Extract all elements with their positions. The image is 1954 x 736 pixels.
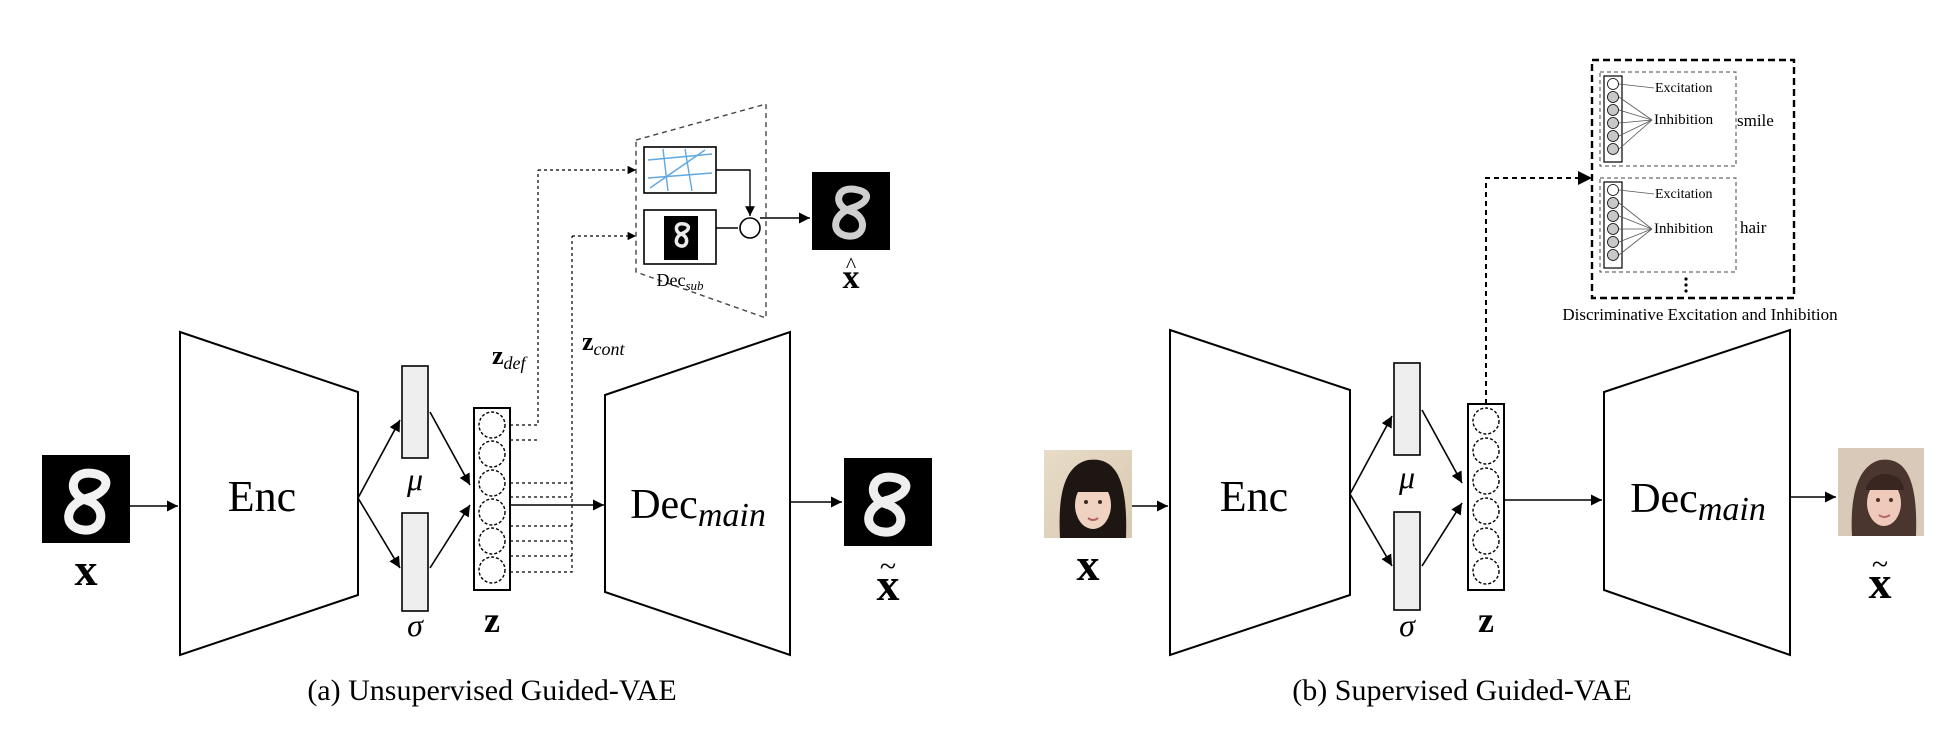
output-digit-image-a xyxy=(844,458,932,546)
main-decoder-label-a: Decmain xyxy=(630,482,766,534)
deformation-grid-box xyxy=(643,146,717,194)
mu-to-z-arrow-a xyxy=(429,411,471,486)
encoder-to-sigma-arrow-b xyxy=(1349,493,1393,567)
sigma-label-a: σ xyxy=(407,607,424,643)
z-cont-connections xyxy=(510,231,636,573)
mu-bar-a xyxy=(401,365,429,459)
encoder-to-mu-arrow-b xyxy=(1349,415,1393,495)
attribute-label-hair: hair xyxy=(1740,218,1767,237)
encoder-to-sigma-arrow-a xyxy=(357,497,401,569)
input-label-b: x xyxy=(1077,539,1100,590)
output-face-image-b xyxy=(1838,448,1924,536)
input-label-a: x xyxy=(75,544,98,595)
more-groups-ellipsis xyxy=(1684,277,1688,293)
mu-to-z-arrow-b xyxy=(1421,409,1463,484)
sigma-to-z-arrow-a xyxy=(429,504,471,569)
discriminative-excitation-inhibition-box: Excitation Inhibition smile xyxy=(1590,58,1796,300)
encoder-a xyxy=(179,330,359,657)
attribute-label-smile: smile xyxy=(1737,111,1774,130)
neuron-column-hair xyxy=(1607,184,1619,261)
output-accent-b: ~ xyxy=(1872,548,1888,581)
attribute-group-hair xyxy=(1599,177,1737,273)
sub-output-digit-image xyxy=(812,172,890,250)
latent-z-column-b xyxy=(1467,403,1505,591)
output-label-a: x xyxy=(877,559,900,610)
warp-composition-node xyxy=(739,217,761,239)
mu-label-a: μ xyxy=(406,461,423,497)
excitation-label-hair: Excitation xyxy=(1655,187,1713,202)
dei-caption: Discriminative Excitation and Inhibition xyxy=(1562,305,1838,324)
encoder-to-mu-arrow-a xyxy=(357,419,401,499)
encoder-label-b: Enc xyxy=(1220,472,1288,521)
inhibition-label-hair: Inhibition xyxy=(1654,221,1714,237)
sub-output-accent: ^ xyxy=(846,252,857,277)
panel-a-unsupervised: x Enc μ σ z xyxy=(42,103,932,707)
attribute-group-smile xyxy=(1599,71,1737,167)
mu-label-b: μ xyxy=(1398,459,1415,495)
inhibition-label-smile: Inhibition xyxy=(1654,112,1714,128)
z-label-b: z xyxy=(1478,600,1494,640)
mu-bar-b xyxy=(1393,362,1421,456)
input-digit-image-a xyxy=(42,455,130,543)
main-decoder-label-b: Decmain xyxy=(1630,476,1766,528)
z-to-dei-connection xyxy=(1485,171,1592,404)
encoder-b xyxy=(1169,328,1351,657)
z-cont-label: zcont xyxy=(582,327,626,359)
sub-output-label: x xyxy=(843,259,860,296)
panel-b-supervised: x Enc μ σ z xyxy=(1044,58,1924,707)
z-def-connections xyxy=(510,165,636,441)
sigma-to-z-arrow-b xyxy=(1421,502,1463,567)
latent-z-column-a xyxy=(473,407,511,591)
caption-b: (b) Supervised Guided-VAE xyxy=(1292,674,1631,707)
deformation-grid-icon xyxy=(647,148,713,192)
z-def-label: zdef xyxy=(492,341,529,373)
sub-decoder-label: Decsub xyxy=(656,270,704,293)
encoder-label-a: Enc xyxy=(228,472,296,521)
sub-decoder: Decsub xyxy=(635,103,767,319)
neuron-column-smile xyxy=(1607,78,1619,155)
input-face-image-b xyxy=(1044,450,1132,538)
excitation-label-smile: Excitation xyxy=(1655,81,1713,96)
z-label-a: z xyxy=(484,600,500,640)
caption-a: (a) Unsupervised Guided-VAE xyxy=(307,674,676,707)
output-label-b: x xyxy=(1869,557,1892,608)
sigma-bar-a xyxy=(401,512,429,612)
main-decoder-a xyxy=(604,330,791,657)
main-decoder-b xyxy=(1603,328,1791,657)
sigma-bar-b xyxy=(1393,511,1421,611)
sigma-label-b: σ xyxy=(1399,607,1416,643)
output-accent-a: ~ xyxy=(880,550,896,583)
